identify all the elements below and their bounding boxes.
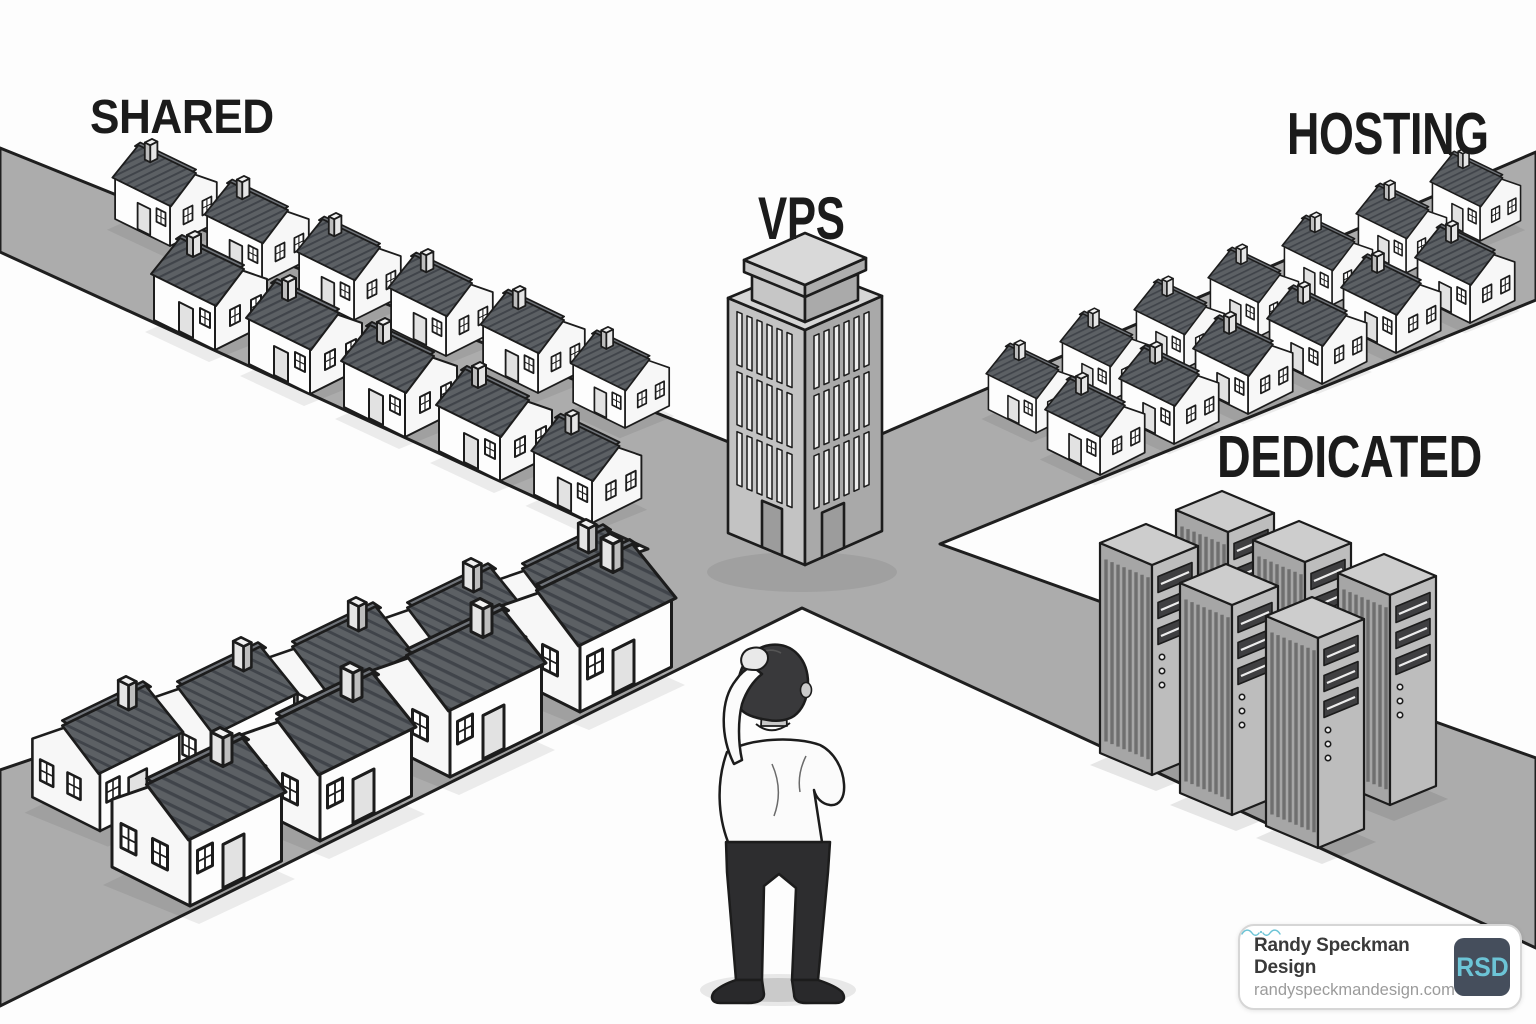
- dedicated-servers-cluster: [1088, 489, 1450, 866]
- logo-flourish-icon: [1241, 929, 1281, 936]
- rsd-logo: RSD: [1241, 929, 1510, 996]
- person-at-crossroads: [700, 643, 856, 1006]
- badge-text-block: Randy Speckman Design randyspeckmandesig…: [1254, 934, 1455, 1000]
- shared-houses-cluster: [106, 137, 676, 536]
- designer-badge: Randy Speckman Design randyspeckmandesig…: [1238, 924, 1522, 1010]
- badge-url: randyspeckmandesign.com: [1254, 980, 1455, 999]
- vps-building: [707, 231, 897, 592]
- person-pants: [724, 840, 832, 982]
- badge-title: Randy Speckman Design: [1254, 934, 1410, 978]
- label-shared: SHARED: [90, 91, 274, 144]
- label-vps: VPS: [758, 185, 845, 252]
- person-ear: [799, 681, 813, 699]
- person-hand: [740, 646, 769, 671]
- label-hosting: HOSTING: [1287, 101, 1489, 167]
- foreground-houses-cluster: [23, 517, 687, 926]
- vps-rooftop: [742, 231, 868, 324]
- person-collar: [755, 722, 791, 732]
- label-dedicated: DEDICATED: [1217, 424, 1482, 490]
- person-shoe-left: [710, 978, 766, 1005]
- person-shoe-right: [790, 978, 846, 1005]
- rsd-logo-text: RSD: [1455, 951, 1509, 982]
- person-shirt: [718, 738, 846, 844]
